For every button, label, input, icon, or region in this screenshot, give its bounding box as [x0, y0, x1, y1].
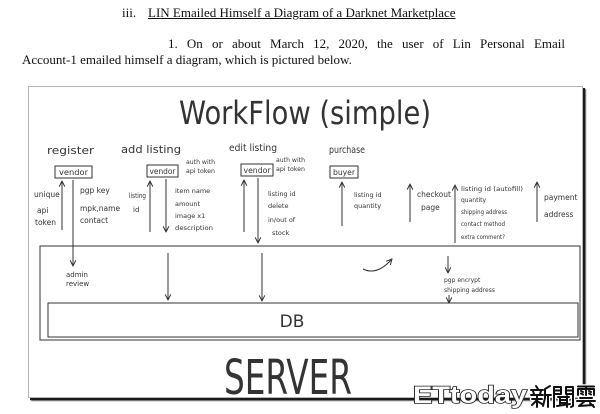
checkout-line-2: page — [421, 203, 440, 212]
register-actor: vendor — [59, 168, 89, 177]
order-form-line-4: contact method — [461, 221, 505, 228]
purchase-server-step-line-1: pgp encrypt — [444, 277, 481, 284]
curved-arrow — [362, 259, 392, 272]
paragraph-line-1: 1. On or about March 12, 2020, the user … — [168, 36, 565, 51]
watermark-cjk-glyphs — [528, 383, 598, 410]
purchase-actor: buyer — [333, 168, 356, 177]
add-listing-received-line-2: id — [133, 206, 139, 214]
edit-listing-auth-line-2: api token — [276, 165, 305, 173]
add-listing-actor: vendor — [150, 167, 177, 176]
purchase-buyer-box — [329, 165, 359, 179]
add-listing-label: add listing — [121, 143, 181, 156]
diagram-figure-frame — [28, 86, 583, 398]
register-received-line-3: token — [35, 218, 56, 227]
edit-listing-sent-line-3: in/out of — [268, 216, 296, 224]
section-title: LIN Emailed Himself a Diagram of a Darkn… — [148, 5, 456, 20]
paragraph-text-line-1: On or about March 12, 2020, the user of … — [186, 36, 566, 51]
checkout-line-1: checkout — [417, 190, 451, 199]
register-received-line-2: api — [37, 206, 48, 215]
add-listing-stage: add listing auth with api token vendor l… — [121, 143, 215, 300]
add-listing-sent-line-4: description — [175, 224, 213, 232]
purchase-sent-line-2: quantity — [354, 202, 381, 210]
edit-listing-actor: vendor — [244, 166, 272, 175]
edit-listing-auth-line-1: auth with — [276, 156, 305, 164]
register-sent-line-3: contact — [80, 216, 108, 225]
edit-listing-label: edit listing — [229, 143, 277, 154]
paragraph-text-line-2: Account-1 emailed himself a diagram, whi… — [22, 52, 352, 67]
purchase-label: purchase — [329, 145, 365, 156]
register-stage: register vendor unique api token pgp key… — [34, 144, 120, 288]
edit-listing-stage: edit listing auth with api token vendor … — [229, 143, 305, 301]
order-form-line-3: shipping address — [461, 209, 507, 216]
register-received-line-1: unique — [34, 190, 60, 199]
edit-listing-vendor-box — [240, 163, 274, 177]
add-listing-received-line-1: listing — [129, 192, 146, 200]
register-label: register — [47, 144, 95, 157]
db-label: DB — [280, 312, 305, 332]
payment-line-1: payment — [544, 193, 577, 202]
add-listing-sent-line-1: item name — [175, 187, 210, 195]
purchase-stage: purchase buyer listing id quantity check… — [329, 145, 577, 243]
edit-listing-sent-line-1: listing id — [268, 190, 296, 198]
section-number: iii. — [122, 5, 137, 20]
order-form-line-2: quantity — [461, 197, 486, 204]
order-form-line-1: listing id (autofill) — [461, 186, 523, 193]
payment-line-2: address — [544, 210, 574, 219]
server-block: DB pgp encrypt shipping address SERVER — [39, 245, 581, 406]
diagram-title: WorkFlow (simple) — [179, 94, 431, 132]
edit-listing-sent-line-2: delete — [268, 202, 288, 210]
add-listing-auth-line-1: auth with — [186, 158, 215, 166]
watermark-latin: ETtoday — [413, 382, 528, 409]
add-listing-sent-line-2: amount — [175, 200, 201, 208]
register-sent-line-2: mpk,name — [80, 204, 120, 213]
purchase-sent-line-1: listing id — [354, 191, 382, 199]
register-server-step-line-2: review — [66, 280, 89, 288]
add-listing-sent-line-3: image x1 — [175, 212, 205, 220]
watermark-logo: ETtoday — [412, 381, 598, 410]
db-box — [47, 302, 579, 338]
add-listing-auth-line-2: api token — [186, 167, 215, 175]
register-vendor-box — [54, 165, 93, 179]
register-sent-line-1: pgp key — [80, 186, 110, 195]
edit-listing-sent-line-4: stock — [272, 229, 289, 237]
register-server-step-line-1: admin — [66, 271, 88, 279]
order-form-line-5: extra comment? — [461, 234, 505, 241]
server-box — [39, 245, 581, 341]
server-label: SERVER — [224, 350, 352, 406]
paragraph-number: 1. — [168, 36, 178, 51]
add-listing-vendor-box — [146, 164, 179, 178]
purchase-server-step-line-2: shipping address — [444, 287, 495, 294]
